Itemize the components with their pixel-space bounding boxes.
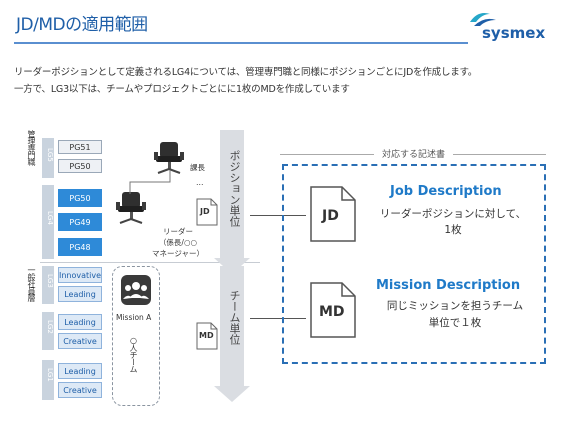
- small-jd-doc-icon: [196, 198, 218, 226]
- md-doc-icon: [310, 282, 356, 338]
- md-desc-line-1: 同じミッションを担うチーム: [386, 300, 524, 312]
- small-md-doc-label: MD: [199, 331, 214, 340]
- jd-title: Job Description: [390, 184, 502, 199]
- lg2-label: LG2: [46, 320, 54, 334]
- position-unit-label: ポジション単位: [228, 150, 241, 227]
- group-label-management: 管理専門職: [27, 130, 36, 165]
- group-label-general: 一般社員層: [27, 266, 36, 301]
- intro-line-2: 一方で、LG3以下は、チームやプロジェクトごとにに1枚のMDを作成しています: [14, 84, 350, 95]
- lg4-bar: LG4: [42, 185, 54, 259]
- md-title: Mission Description: [376, 278, 521, 293]
- lg1-bar: LG1: [42, 360, 54, 400]
- leader-label-line-3: マネージャー）: [152, 249, 204, 258]
- lg1-label: LG1: [46, 368, 54, 382]
- mission-name: Mission A: [116, 313, 152, 322]
- leader-label-line-1: リーダー: [162, 227, 193, 236]
- jd-doc-icon: [310, 186, 356, 242]
- jd-doc-label: JD: [322, 208, 339, 224]
- lg4-label: LG4: [46, 211, 54, 225]
- grade-box-leading-lg2: Leading: [58, 314, 102, 330]
- grade-box-leading-lg3: Leading: [58, 286, 102, 302]
- lg2-bar: LG2: [42, 312, 54, 350]
- grade-box-innovative: Innovative: [58, 267, 102, 283]
- small-jd-doc-label: JD: [200, 207, 210, 216]
- leader-label-line-2: （係長/○○: [158, 238, 198, 247]
- mission-team-label: ○人チーム: [129, 336, 138, 372]
- org-connector: [129, 170, 171, 194]
- grade-box-pg50-mgmt: PG50: [58, 159, 102, 173]
- leader-chair-icon: [116, 192, 146, 224]
- jd-connector: [250, 215, 306, 216]
- position-unit-arrow: [220, 130, 244, 260]
- team-unit-arrow: [220, 266, 244, 388]
- mission-group: [112, 266, 160, 406]
- lg5-label: LG5: [46, 148, 54, 162]
- section-divider: [40, 262, 260, 263]
- sysmex-logo-text: sysmex: [482, 24, 546, 42]
- md-desc-line-2: 単位で１枚: [428, 317, 482, 329]
- team-icon: [121, 275, 151, 305]
- jd-desc-line-1: リーダーポジションに対して、: [379, 208, 527, 220]
- grade-box-pg49: PG49: [58, 213, 102, 231]
- small-md-doc-icon: [196, 322, 218, 350]
- grade-box-pg50: PG50: [58, 189, 102, 207]
- lg5-bar: LG5: [42, 138, 54, 178]
- lg3-bar: LG3: [42, 266, 54, 304]
- grade-box-creative-lg2: Creative: [58, 333, 102, 349]
- leader-label: リーダー （係長/○○ マネージャー）: [152, 226, 204, 259]
- md-connector: [250, 318, 306, 319]
- team-unit-arrowhead: [214, 386, 250, 402]
- ellipsis: …: [196, 178, 204, 187]
- grade-box-pg51: PG51: [58, 140, 102, 154]
- grade-box-creative-lg1: Creative: [58, 382, 102, 398]
- right-panel-header: 対応する記述書: [374, 147, 454, 160]
- jd-desc-line-2: 1枚: [444, 224, 462, 236]
- grade-box-leading-lg1: Leading: [58, 363, 102, 379]
- lg3-label: LG3: [46, 274, 54, 288]
- manager-chair-icon: [154, 142, 184, 174]
- right-panel-box: [282, 164, 546, 364]
- page-title: JD/MDの適用範囲: [16, 15, 148, 35]
- title-underline: [14, 42, 468, 44]
- grade-box-pg48: PG48: [58, 238, 102, 256]
- intro-line-1: リーダーポジションとして定義されるLG4については、管理専門職と同様にポジション…: [14, 67, 478, 78]
- md-doc-label: MD: [319, 304, 345, 320]
- sysmex-logo-icon: [470, 13, 496, 26]
- manager-label: 課長: [190, 163, 205, 172]
- team-unit-label: チーム単位: [228, 290, 241, 345]
